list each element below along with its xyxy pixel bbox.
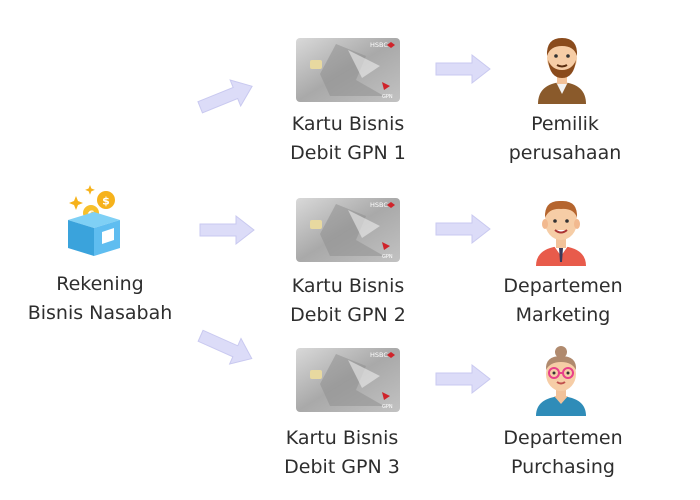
card-1-label: Kartu Bisnis Debit GPN 1 bbox=[272, 110, 424, 168]
holder-2-label-line2: Marketing bbox=[515, 304, 611, 326]
holder-1-label: Pemilik perusahaan bbox=[490, 110, 640, 168]
source-label-line2: Bisnis Nasabah bbox=[27, 302, 173, 324]
card-3-network-text: GPN bbox=[382, 404, 393, 410]
source-label-line1: Rekening bbox=[56, 273, 144, 295]
card-2-network-text: GPN bbox=[382, 254, 393, 260]
arrow-to-card-3 bbox=[197, 329, 258, 366]
businessman-avatar-icon bbox=[530, 196, 592, 266]
card-2-label: Kartu Bisnis Debit GPN 2 bbox=[272, 272, 424, 330]
card-2-label-line1: Kartu Bisnis bbox=[291, 275, 405, 297]
arrow-to-holder-1 bbox=[435, 53, 492, 85]
card-1-bank-text: HSBC bbox=[370, 41, 388, 49]
card-3-label-line1: Kartu Bisnis bbox=[285, 427, 399, 449]
holder-2-label: Departemen Marketing bbox=[486, 272, 640, 330]
arrow-to-holder-3 bbox=[435, 363, 492, 395]
holder-3-label: Departemen Purchasing bbox=[486, 424, 640, 482]
card-3-bank-text: HSBC bbox=[370, 351, 388, 359]
card-3-label-line2: Debit GPN 3 bbox=[284, 456, 400, 478]
card-3-label: Kartu Bisnis Debit GPN 3 bbox=[266, 424, 418, 482]
woman-with-glasses-avatar-icon bbox=[530, 344, 592, 416]
debit-card-1: HSBC GPN bbox=[296, 38, 400, 102]
bearded-man-avatar-icon bbox=[532, 34, 592, 104]
card-1-label-line2: Debit GPN 1 bbox=[290, 142, 406, 164]
business-account-icon: $ € bbox=[64, 182, 122, 258]
holder-3-label-line1: Departemen bbox=[503, 427, 623, 449]
source-account-label: Rekening Bisnis Nasabah bbox=[20, 270, 180, 328]
card-1-label-line1: Kartu Bisnis bbox=[291, 113, 405, 135]
card-2-bank-text: HSBC bbox=[370, 201, 388, 209]
holder-1-label-line2: perusahaan bbox=[508, 142, 622, 164]
card-1-network-text: GPN bbox=[382, 94, 393, 100]
card-2-label-line2: Debit GPN 2 bbox=[290, 304, 406, 326]
debit-card-2: HSBC GPN bbox=[296, 198, 400, 262]
holder-3-label-line2: Purchasing bbox=[511, 456, 615, 478]
holder-2-label-line1: Departemen bbox=[503, 275, 623, 297]
arrow-to-holder-2 bbox=[435, 213, 492, 245]
debit-card-3: HSBC GPN bbox=[296, 348, 400, 412]
arrow-to-card-1 bbox=[197, 78, 258, 114]
holder-1-label-line1: Pemilik bbox=[531, 113, 599, 135]
arrow-to-card-2 bbox=[199, 214, 256, 246]
svg-text:$: $ bbox=[102, 195, 110, 208]
